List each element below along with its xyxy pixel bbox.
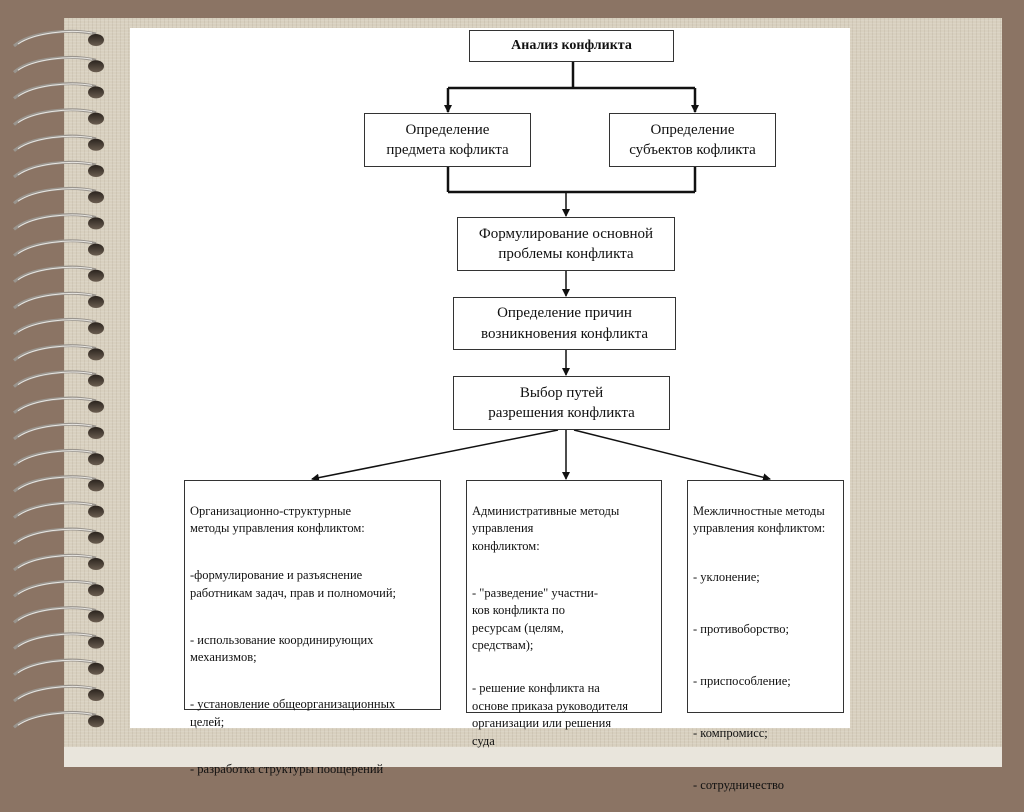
- root-box: Анализ конфликта: [469, 30, 674, 62]
- arrow-to-method-1: [311, 429, 559, 482]
- binding-ring-highlight: [17, 686, 93, 700]
- binding-hole: [88, 217, 104, 230]
- method-box-interpersonal: Межличностные методы управления конфликт…: [687, 480, 844, 792]
- binding-hole: [88, 584, 104, 597]
- binding-hole: [88, 400, 104, 413]
- binding-ring-highlight: [17, 214, 93, 228]
- binding-ring-highlight: [17, 109, 93, 124]
- binding-hole: [88, 662, 104, 675]
- binding-hole: [88, 531, 104, 544]
- method-item: - компромисс;: [693, 726, 768, 740]
- binding-hole: [88, 610, 104, 623]
- binding-hole: [88, 689, 104, 701]
- method-item: - решение конфликта на основе приказа ру…: [472, 681, 628, 748]
- binding-hole: [88, 348, 104, 361]
- binding-hole: [88, 269, 104, 282]
- subject-box: Определение предмета кофликта: [364, 113, 531, 167]
- binding-ring-highlight: [17, 633, 93, 648]
- binding-ring-highlight: [17, 57, 93, 71]
- method-item: - "разведение" участни- ков конфликта по…: [472, 585, 599, 653]
- method-box-administrative: Административные методы управления конфл…: [466, 480, 662, 748]
- method-box-organizational: Организационно-структурные методы управл…: [184, 480, 441, 776]
- binding-ring-highlight: [17, 188, 93, 202]
- binding-hole: [88, 34, 104, 46]
- binding-hole: [88, 60, 104, 73]
- binding-ring-highlight: [17, 293, 93, 307]
- causes-box: Определение причин возникновения конфлик…: [453, 297, 676, 350]
- method-item: -формулирование и разъяснение работникам…: [190, 568, 396, 600]
- method-heading: Организационно-структурные методы управл…: [190, 503, 365, 536]
- connector-lines: [311, 62, 771, 482]
- binding-ring-highlight: [17, 266, 93, 281]
- binding-hole: [88, 505, 104, 518]
- binding-ring-highlight: [17, 240, 93, 255]
- binding-ring-highlight: [17, 528, 93, 543]
- binding-ring-highlight: [17, 607, 93, 621]
- problem-box: Формулирование основной проблемы конфлик…: [457, 217, 675, 271]
- binding-hole: [88, 453, 104, 466]
- method-heading: Административные методы управления конфл…: [472, 503, 620, 553]
- method-heading: Межличностные методы управления конфликт…: [693, 503, 826, 536]
- binding-ring-highlight: [17, 502, 93, 517]
- binding-hole: [88, 322, 104, 335]
- binding-hole: [88, 112, 104, 125]
- binding-hole: [88, 191, 104, 204]
- resolution-box: Выбор путей разрешения конфликта: [453, 376, 670, 430]
- method-item: - приспособление;: [693, 674, 791, 688]
- binding-ring-highlight: [17, 345, 93, 359]
- arrow-to-method-3: [573, 429, 771, 482]
- method-item: - установление общеорганизационных целей…: [190, 697, 396, 729]
- method-item: - использование координирующих механизмо…: [190, 632, 374, 665]
- binding-hole: [88, 86, 104, 99]
- spiral-binding: [13, 29, 104, 729]
- method-item: - уклонение;: [693, 570, 760, 584]
- binding-hole: [88, 374, 104, 387]
- binding-ring-highlight: [17, 581, 93, 595]
- binding-hole: [88, 165, 104, 177]
- binding-ring-highlight: [17, 424, 93, 438]
- binding-ring-highlight: [17, 712, 93, 726]
- binding-ring-highlight: [17, 83, 93, 97]
- binding-ring-highlight: [17, 397, 93, 412]
- method-item: - сотрудничество: [693, 778, 785, 792]
- binding-ring-highlight: [17, 31, 93, 45]
- binding-ring-highlight: [17, 135, 93, 150]
- binding-ring-highlight: [17, 659, 93, 674]
- method-item: - разработка структуры поощерений: [190, 761, 384, 776]
- binding-ring-highlight: [17, 450, 93, 464]
- binding-ring-highlight: [17, 555, 93, 569]
- binding-hole: [88, 296, 104, 308]
- binding-ring-highlight: [17, 162, 93, 176]
- binding-ring-highlight: [17, 319, 93, 333]
- binding-hole: [88, 636, 104, 649]
- binding-hole: [88, 558, 104, 570]
- method-item: - противоборство;: [693, 622, 789, 636]
- binding-hole: [88, 479, 104, 492]
- binding-ring-highlight: [17, 476, 93, 490]
- bottom-strip: [64, 747, 1002, 767]
- binding-hole: [88, 138, 104, 151]
- binding-hole: [88, 427, 104, 439]
- binding-hole: [88, 715, 104, 728]
- binding-hole: [88, 243, 104, 256]
- binding-ring-highlight: [17, 371, 93, 386]
- parties-box: Определение субъектов кофликта: [609, 113, 776, 167]
